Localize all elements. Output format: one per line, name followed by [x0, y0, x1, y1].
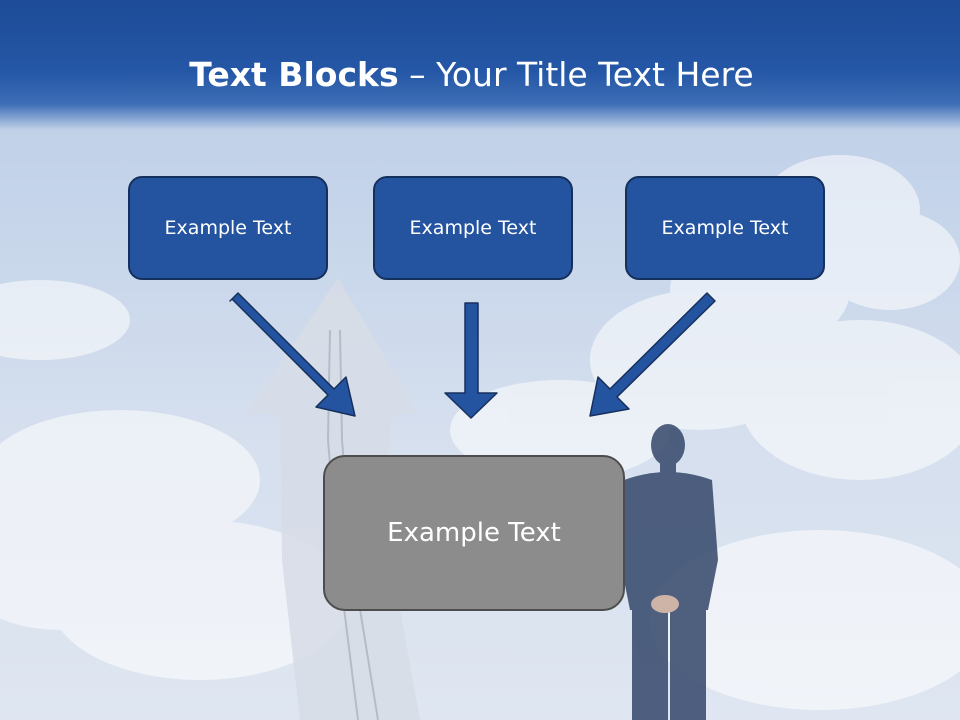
text-block-middle-label: Example Text: [409, 217, 537, 239]
text-block-middle[interactable]: Example Text: [373, 176, 573, 280]
title-separator: –: [398, 55, 437, 94]
title-bold: Text Blocks: [189, 55, 399, 94]
arrow-down-icon: [444, 302, 498, 419]
arrow-down-left-icon: [589, 292, 716, 417]
text-block-left[interactable]: Example Text: [128, 176, 328, 280]
clouds: [0, 155, 960, 710]
text-block-right-label: Example Text: [661, 217, 789, 239]
title-rest: Your Title Text Here: [436, 55, 754, 94]
text-block-right[interactable]: Example Text: [625, 176, 825, 280]
title-band: [0, 0, 960, 130]
arrow-down-right-icon: [229, 292, 356, 417]
text-block-left-label: Example Text: [164, 217, 292, 239]
center-text-block-label: Example Text: [387, 518, 561, 548]
businessman: [620, 424, 718, 720]
center-text-block[interactable]: Example Text: [323, 455, 625, 611]
slide-title: Text Blocks – Your Title Text Here: [0, 52, 943, 98]
